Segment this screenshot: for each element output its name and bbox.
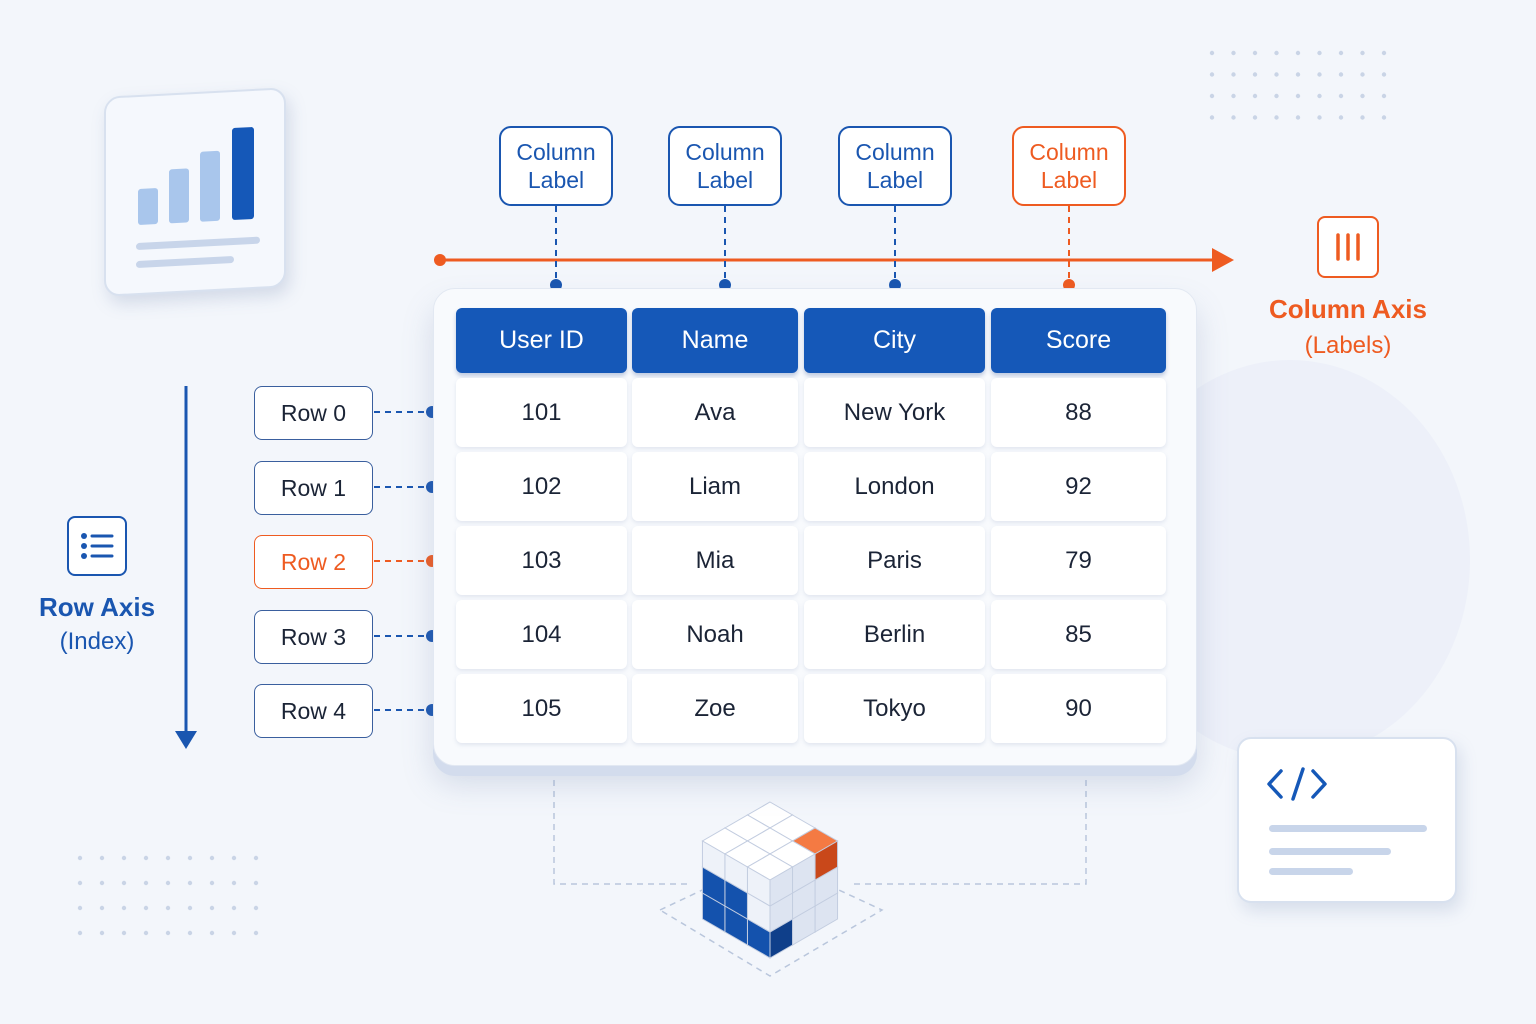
column-label-line2: Label: [696, 167, 754, 193]
column-label-callout: Column Label: [499, 126, 613, 206]
table-cell: Mia: [632, 526, 798, 595]
table-cell: 101: [456, 378, 627, 447]
row-axis-subtitle: (Index): [59, 628, 135, 655]
column-label-callout: Column Label: [838, 126, 952, 206]
code-icon: [1267, 767, 1427, 875]
table-cell: 105: [456, 674, 627, 743]
column-axis-subtitle: (Labels): [1304, 332, 1392, 359]
row-axis-arrow: [175, 386, 197, 749]
column-header: Score: [991, 308, 1166, 373]
table-cell: Zoe: [632, 674, 798, 743]
data-cube-icon: [701, 801, 839, 959]
columns-icon: [1317, 216, 1379, 278]
column-label-line1: Column: [685, 139, 765, 165]
column-axis-title: Column Axis: [1269, 294, 1427, 324]
row-label-connectors: [374, 411, 428, 711]
list-icon: [67, 516, 127, 576]
column-label-line2: Label: [866, 167, 924, 193]
column-label-line1: Column: [1029, 139, 1109, 165]
table-cell: Tokyo: [804, 674, 985, 743]
table-cell: Liam: [632, 452, 798, 521]
row-label: Row 1: [254, 461, 373, 515]
table-cell: 85: [991, 600, 1166, 669]
table-cell: Paris: [804, 526, 985, 595]
table-cell: 88: [991, 378, 1166, 447]
table-cell: 90: [991, 674, 1166, 743]
row-label: Row 3: [254, 610, 373, 664]
table-cell: Berlin: [804, 600, 985, 669]
column-label-callout-highlighted: Column Label: [1012, 126, 1126, 206]
table-cell: 79: [991, 526, 1166, 595]
row-axis-title: Row Axis: [38, 592, 156, 622]
table-cell: 103: [456, 526, 627, 595]
column-label-line1: Column: [855, 139, 935, 165]
column-label-line2: Label: [527, 167, 585, 193]
table-cell: Noah: [632, 600, 798, 669]
dot-grid-top-right: [1209, 50, 1387, 120]
table-cell: 92: [991, 452, 1166, 521]
column-header: City: [804, 308, 985, 373]
column-label-line2: Label: [1040, 167, 1098, 193]
column-header: User ID: [456, 308, 627, 373]
column-label-line1: Column: [516, 139, 596, 165]
column-label-callout: Column Label: [668, 126, 782, 206]
column-axis-arrow: [434, 248, 1234, 272]
table-cell: Ava: [632, 378, 798, 447]
bar-chart-icon: [136, 127, 260, 268]
code-card: [1237, 737, 1457, 903]
column-label-connectors: [555, 206, 1070, 284]
table-cell: 104: [456, 600, 627, 669]
table-cell: New York: [804, 378, 985, 447]
column-header: Name: [632, 308, 798, 373]
table-cell: 102: [456, 452, 627, 521]
chart-card: [104, 87, 286, 297]
table-cell: London: [804, 452, 985, 521]
dot-grid-bottom-left: [77, 855, 259, 936]
row-label: Row 4: [254, 684, 373, 738]
row-label-highlighted: Row 2: [254, 535, 373, 589]
row-label: Row 0: [254, 386, 373, 440]
